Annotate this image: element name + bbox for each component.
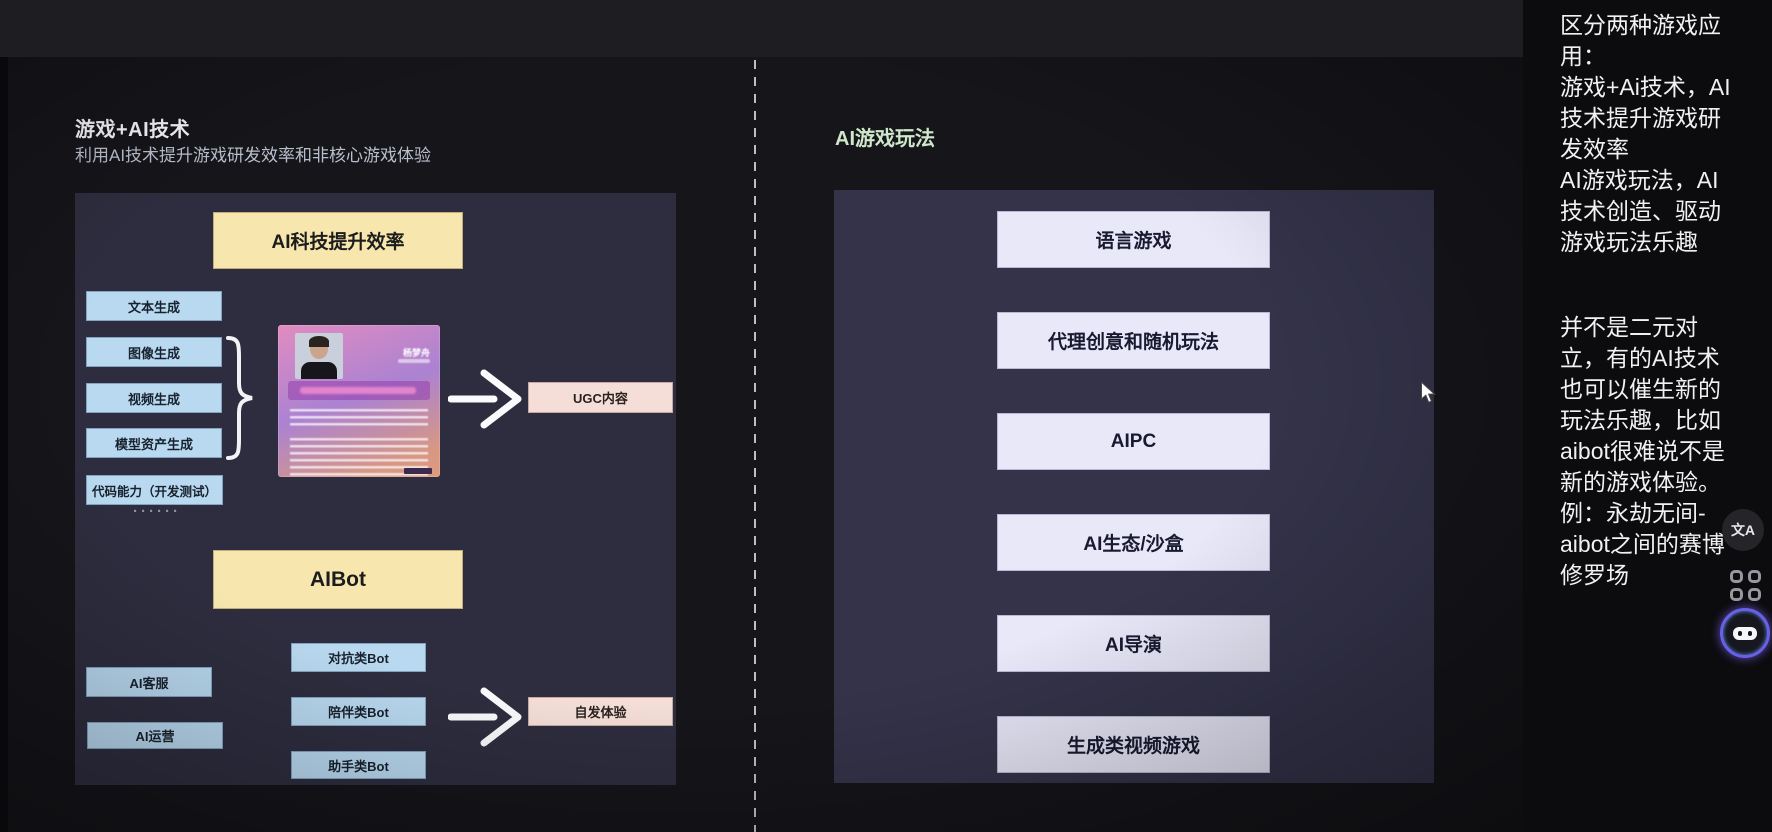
robot-assistant-icon[interactable] — [1720, 608, 1770, 658]
section-divider — [754, 60, 756, 832]
node-spontaneous-experience: 自发体验 — [528, 697, 673, 726]
brace-group — [224, 335, 256, 461]
left-section-title: 游戏+AI技术 — [75, 119, 191, 141]
apps-grid-icon[interactable] — [1728, 565, 1764, 607]
gameplay-item-ai-ecosystem-sandbox: AI生态/沙盒 — [997, 514, 1270, 571]
node-ai-tech-efficiency: AI科技提升效率 — [213, 212, 463, 269]
card-watermark — [404, 468, 432, 474]
mouse-cursor — [1420, 381, 1436, 404]
speaker-role-bar — [398, 359, 430, 363]
gameplay-item-language-game: 语言游戏 — [997, 211, 1270, 268]
notes-sidebar: 区分两种游戏应 用： 游戏+Ai技术，AI 技术提升游戏研 发效率 AI游戏玩法… — [1523, 0, 1772, 832]
right-section-title: AI游戏玩法 — [835, 128, 935, 150]
arrow-right-icon — [448, 368, 524, 430]
node-code-capability: 代码能力（开发测试） — [86, 475, 223, 505]
gameplay-item-generative-video-game: 生成类视频游戏 — [997, 716, 1270, 773]
ellipsis-dots: ······ — [133, 503, 181, 520]
right-diagram-panel — [834, 190, 1434, 783]
sidebar-note-2: 并不是二元对 立，有的AI技术 也可以催生新的 玩法乐趣，比如 aibot很难说… — [1560, 314, 1725, 588]
card-title-band — [288, 381, 430, 400]
translate-icon[interactable]: 文A — [1722, 509, 1764, 551]
node-assistant-bot: 助手类Bot — [291, 751, 426, 779]
gameplay-item-agent-creativity: 代理创意和随机玩法 — [997, 312, 1270, 369]
speaker-name: 杨梦舟 — [402, 348, 430, 358]
speaker-card-image: 杨梦舟 — [278, 325, 440, 477]
node-video-generation: 视频生成 — [86, 383, 222, 413]
node-aibot: AIBot — [213, 550, 463, 609]
left-section-subtitle: 利用AI技术提升游戏研发效率和非核心游戏体验 — [75, 146, 432, 165]
node-image-generation: 图像生成 — [86, 337, 222, 367]
card-paragraph-1 — [290, 409, 428, 430]
node-ugc-content: UGC内容 — [528, 382, 673, 413]
arrow-right-icon — [448, 686, 524, 748]
node-ai-customer-service: AI客服 — [86, 667, 212, 697]
node-ai-operations: AI运营 — [87, 722, 223, 749]
speaker-photo — [295, 333, 343, 379]
top-strip — [0, 0, 1772, 57]
node-text-generation: 文本生成 — [86, 291, 222, 321]
sidebar-note-1: 区分两种游戏应 用： 游戏+Ai技术，AI 技术提升游戏研 发效率 AI游戏玩法… — [1560, 12, 1731, 255]
gameplay-item-ai-director: AI导演 — [997, 615, 1270, 672]
node-adversarial-bot: 对抗类Bot — [291, 643, 426, 672]
node-model-asset-generation: 模型资产生成 — [86, 428, 222, 458]
gameplay-item-aipc: AIPC — [997, 413, 1270, 470]
node-companion-bot: 陪伴类Bot — [291, 697, 426, 726]
